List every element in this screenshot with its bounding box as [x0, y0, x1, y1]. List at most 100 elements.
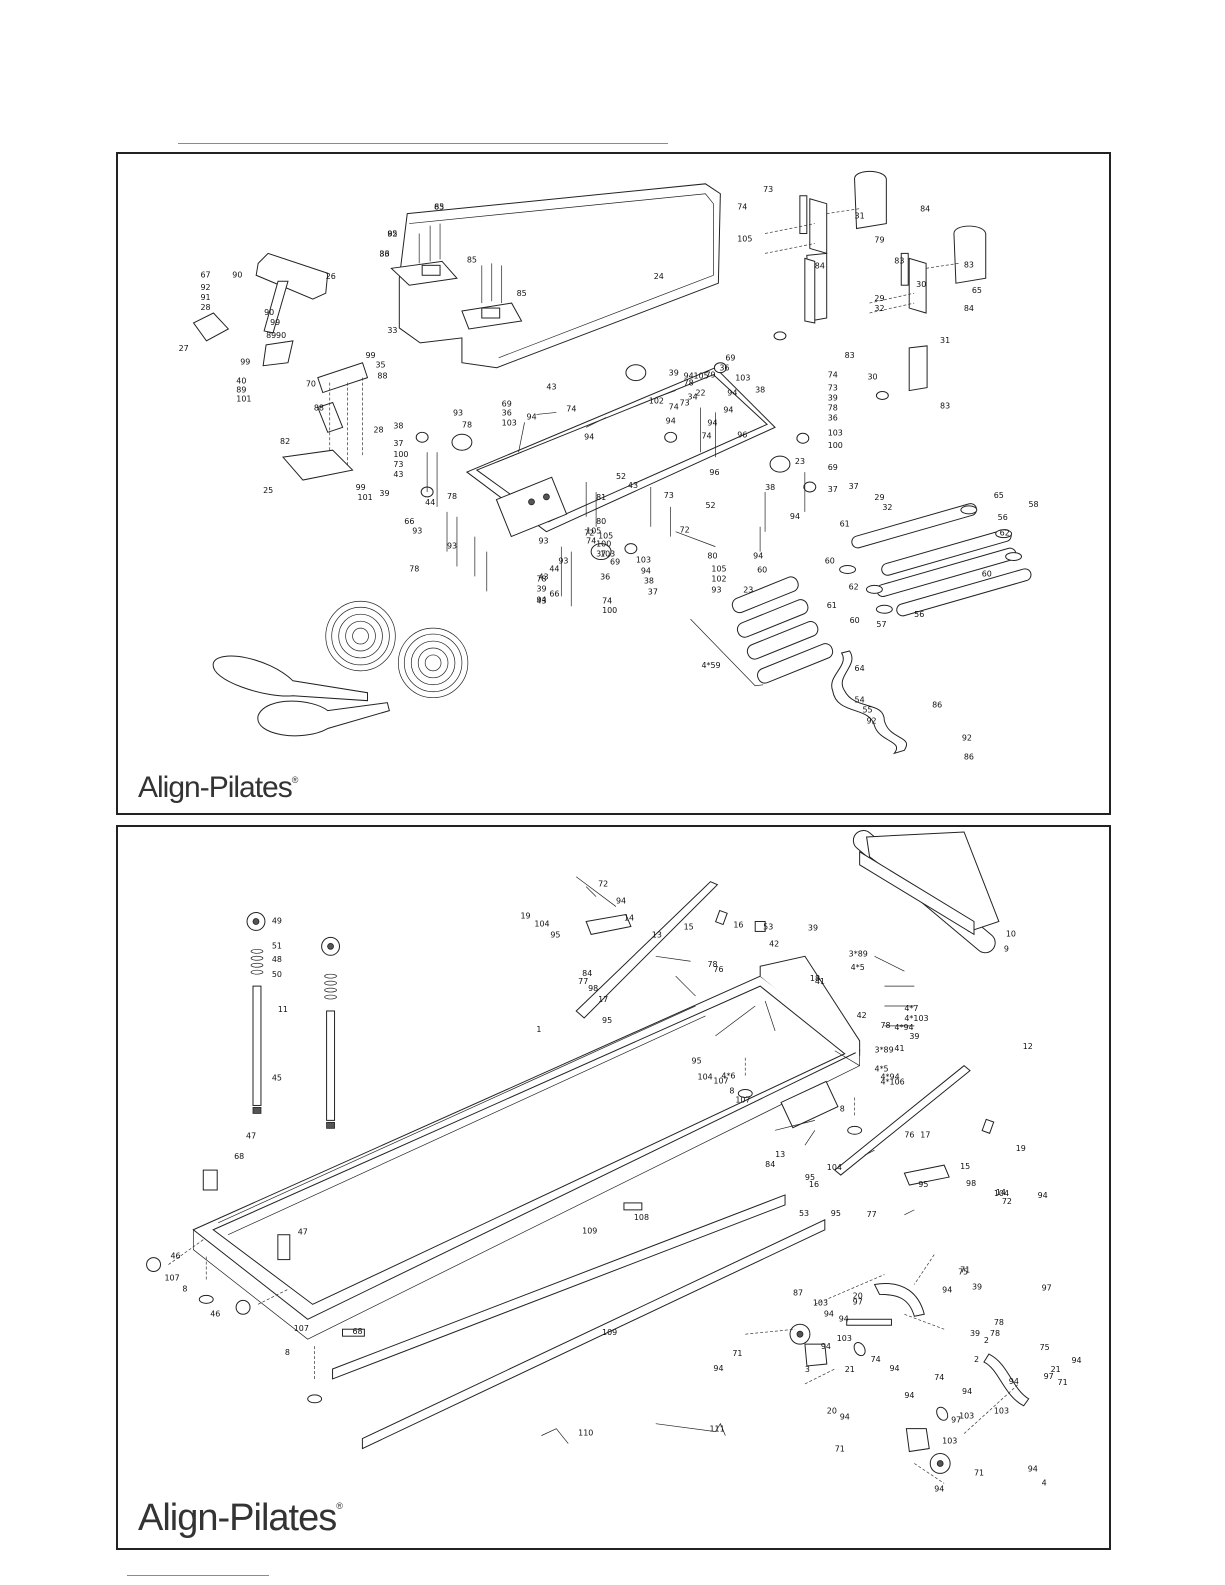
wheel [590, 543, 612, 561]
part-callout: 103 [813, 1298, 828, 1307]
part-callout: 74 [871, 1355, 881, 1364]
part-callout: 47 [298, 1228, 308, 1237]
handle-loop [212, 655, 368, 702]
part-callout: 93 [558, 557, 568, 566]
part-callout: 48 [272, 955, 282, 964]
part-callout: 74 [934, 1373, 944, 1382]
part-callout: 9 [1004, 944, 1009, 953]
part-callout: 86 [379, 249, 389, 258]
part-callout: 20 [827, 1407, 837, 1416]
part-callout: 62 [849, 582, 859, 591]
part-callout: 67 [201, 270, 211, 279]
part-callout: 1 [536, 1025, 541, 1034]
part-callout: 104 [534, 919, 549, 928]
rail [361, 1219, 826, 1450]
part-callout: 66 [404, 517, 414, 526]
part-callout: 94 [889, 1364, 899, 1373]
hex-key [541, 1428, 569, 1444]
part-callout: 85 [467, 255, 477, 264]
part-callout: 17 [598, 995, 608, 1004]
part-callout: 56 [914, 610, 924, 619]
part-callout: 103 [828, 428, 843, 437]
part-callout: 107 [294, 1324, 309, 1333]
part-callout: 109 [602, 1328, 617, 1337]
part-callout: 86 [964, 752, 974, 761]
part-callout: 87 [793, 1288, 803, 1297]
part-callout: 19 [521, 911, 531, 920]
part-callout: 72 [598, 880, 608, 889]
gear-arm [575, 881, 719, 1019]
part-callout: 26 [326, 272, 336, 281]
part-callout: 74 [602, 596, 612, 605]
part-callout: 97 [951, 1416, 961, 1425]
part-callout: 71 [732, 1349, 742, 1358]
part-callout: 39 [536, 584, 546, 593]
part-callout: 4*59 [701, 661, 720, 670]
part-callout: 74 [701, 431, 711, 440]
part-callout: 39 [669, 369, 679, 378]
part-callout: 103 [837, 1334, 852, 1343]
part-callout: 30 [867, 373, 877, 382]
part-callout: 74 [737, 203, 747, 212]
part-callout: 65 [994, 491, 1004, 500]
part-callout: 99 [240, 358, 250, 367]
part-callout: 94 [753, 552, 763, 561]
part-callout: 44 [549, 564, 559, 573]
part-callout: 39 [909, 1032, 919, 1041]
part-callout: 103 [735, 374, 750, 383]
part-callout: 21 [1051, 1365, 1061, 1374]
part-callout: 38 [765, 483, 775, 492]
part-callout: 78 [828, 403, 838, 412]
part-callout: 60 [982, 569, 992, 578]
part-callout: 92 [962, 733, 972, 742]
part-callout: 25 [263, 486, 273, 495]
part-callout: 4*103 [904, 1014, 928, 1023]
part-callout: 38 [393, 421, 403, 430]
part-callout: 79 [874, 235, 884, 244]
part-callout: 105 [711, 564, 726, 573]
part-callout: 95 [831, 1209, 841, 1218]
part-callout: 63 [434, 203, 444, 212]
hook-bracket [905, 1428, 930, 1453]
part-callout: 91 [201, 293, 211, 302]
post [799, 195, 808, 235]
handle-loop [257, 700, 390, 737]
part-callout: 94 [824, 1309, 834, 1318]
foot-strap [831, 650, 907, 755]
part-callout: 43 [393, 470, 403, 479]
part-callout: 32 [882, 503, 892, 512]
part-callout: 13 [775, 1150, 785, 1159]
part-callout: 3*89 [875, 1046, 894, 1055]
part-callout: 50 [272, 970, 282, 979]
part-callout: 53 [763, 922, 773, 931]
part-callout: 55 [862, 706, 872, 715]
part-callout: 102 [711, 574, 726, 583]
part-callout: 78 [707, 960, 717, 969]
part-callout: 105 [737, 234, 752, 243]
part-callout: 94 [962, 1387, 972, 1396]
part-callout: 8 [285, 1348, 290, 1357]
upright-cap [202, 1169, 218, 1191]
part-callout: 16 [809, 1180, 819, 1189]
part-callout: 94 [821, 1342, 831, 1351]
part-callout: 104 [698, 1073, 713, 1082]
part-callout: 62 [1000, 529, 1010, 538]
part-callout: 41 [815, 977, 825, 986]
part-callout: 4*6 [721, 1072, 735, 1081]
part-callout: 70 [306, 380, 316, 389]
hook-bracket [804, 1343, 828, 1367]
rope-coils [325, 600, 469, 699]
part-callout: 111 [709, 1425, 724, 1434]
part-callout: 66 [549, 589, 559, 598]
pulley-post-left [246, 912, 266, 1114]
part-callout: 69 [828, 463, 838, 472]
part-callout: 85 [387, 229, 397, 238]
part-callout: 8 [182, 1284, 187, 1293]
part-callout: 40 [236, 377, 246, 386]
part-callout: 13 [652, 930, 662, 939]
part-callout: 105 [598, 532, 613, 541]
part-callout: 97 [1044, 1372, 1054, 1381]
part-callout: 78 [684, 379, 694, 388]
part-callout: 16 [733, 920, 743, 929]
part-callout: 24 [654, 272, 664, 281]
